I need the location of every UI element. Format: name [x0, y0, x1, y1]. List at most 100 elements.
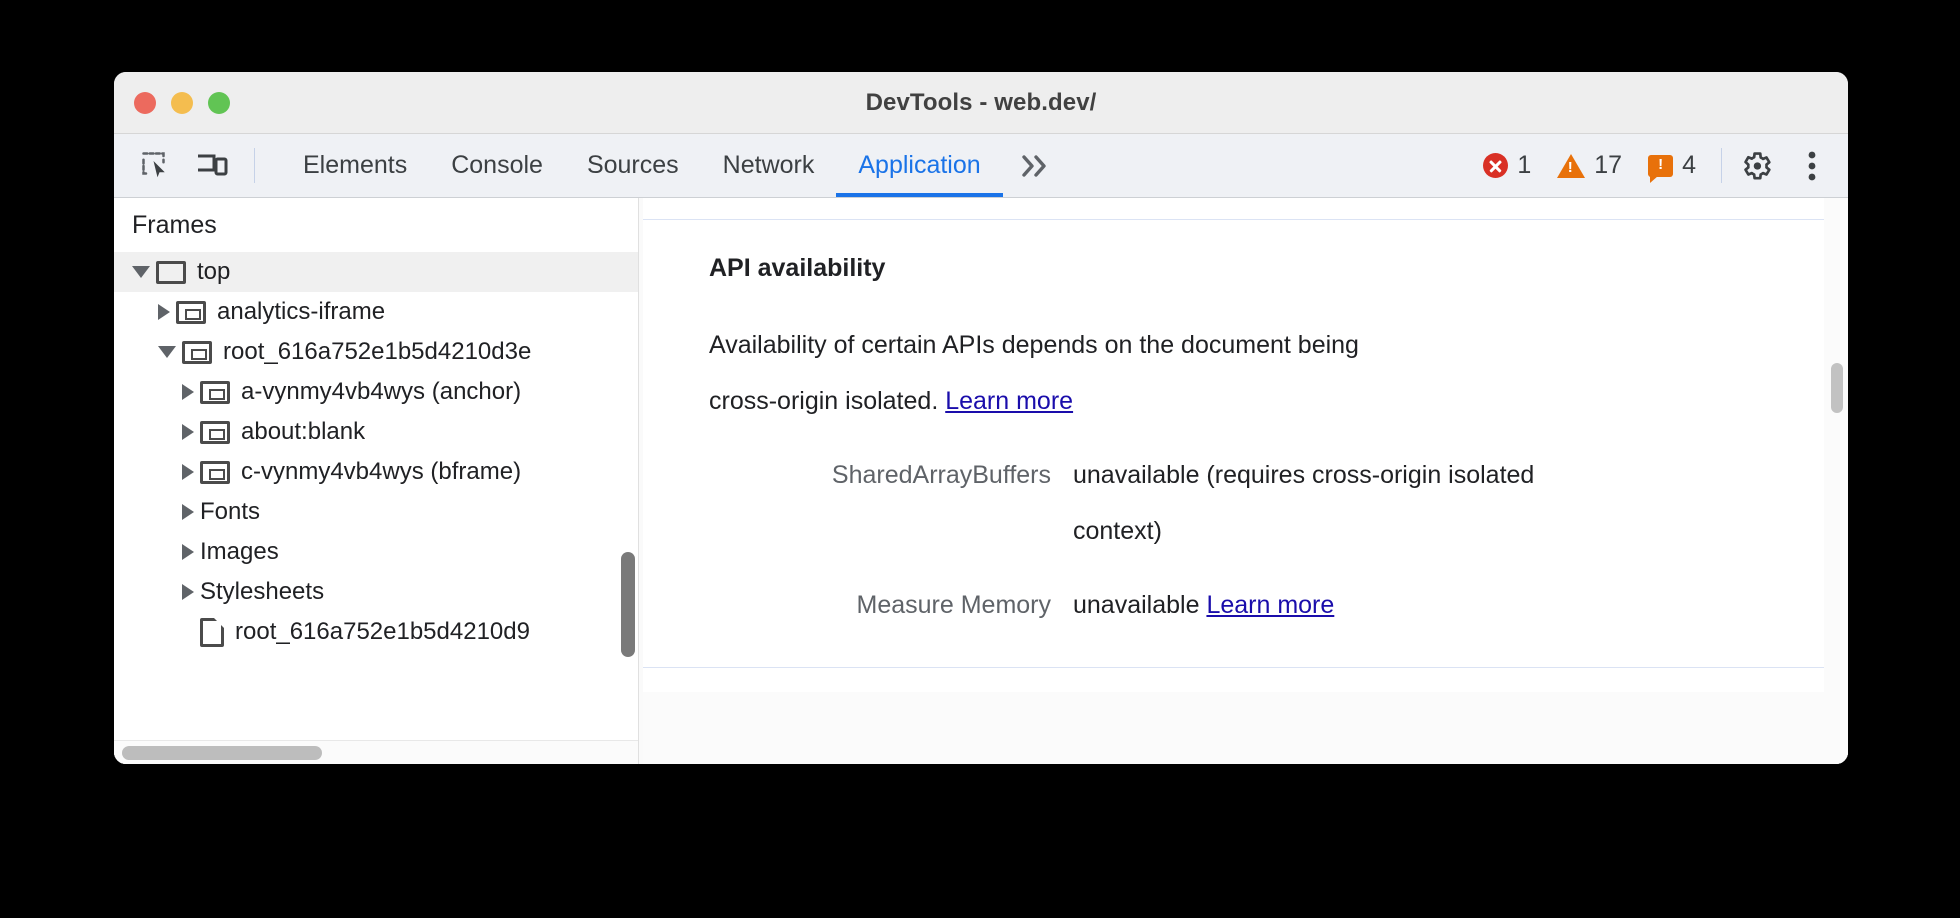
report-section-divider-bottom — [643, 668, 1848, 692]
toolbar-divider-right — [1721, 148, 1722, 183]
sidebar-header-frames: Frames — [114, 198, 638, 252]
tree-item-about-blank[interactable]: about:blank — [114, 412, 638, 452]
more-tabs-icon[interactable] — [1003, 134, 1069, 197]
warning-count: 17 — [1594, 151, 1623, 179]
devtools-window: DevTools - web.dev/ Elements Console Sou… — [114, 72, 1848, 764]
close-window-button[interactable] — [134, 91, 156, 114]
api-availability-section: API availability Availability of certain… — [643, 220, 1848, 668]
tree-item-label: Images — [200, 538, 279, 565]
row-measure-memory: Measure Memory unavailable Learn more — [643, 577, 1848, 633]
tree-item-label: c-vynmy4vb4wys (bframe) — [241, 458, 522, 485]
tree-item-label: Stylesheets — [200, 578, 325, 605]
error-icon — [1483, 153, 1509, 178]
chevron-right-icon[interactable] — [182, 544, 194, 560]
inspect-element-icon[interactable] — [128, 134, 184, 197]
device-toolbar-glyph — [198, 154, 228, 175]
kebab-menu-glyph — [1808, 151, 1816, 180]
tree-item-top[interactable]: top — [114, 252, 638, 292]
tree-item-label: analytics-iframe — [217, 298, 386, 325]
section-paragraph: Availability of certain APIs depends on … — [643, 317, 1473, 429]
toolbar-spacer — [1069, 134, 1471, 197]
devtools-toolbar: Elements Console Sources Network Applica… — [114, 134, 1848, 198]
tree-item-stylesheets[interactable]: Stylesheets — [114, 572, 638, 612]
sidebar-vertical-scrollbar[interactable] — [621, 552, 635, 657]
chevron-right-icon[interactable] — [182, 464, 194, 480]
kebab-menu-icon[interactable] — [1784, 134, 1840, 197]
frame-inner-icon — [200, 380, 230, 404]
report-scroll-area: API availability Availability of certain… — [643, 198, 1848, 764]
chevron-right-icon[interactable] — [182, 384, 194, 400]
tree-item-root-frame[interactable]: root_616a752e1b5d4210d3e — [114, 332, 638, 372]
frames-tree: top analytics-iframe root_616a752e1b5d42… — [114, 252, 638, 740]
security-report-panel: API availability Availability of certain… — [643, 198, 1848, 764]
gear-glyph — [1744, 151, 1771, 180]
error-count-button[interactable]: 1 — [1470, 151, 1544, 180]
row-shared-array-buffers: SharedArrayBuffers unavailable (requires… — [643, 447, 1848, 559]
chevron-double-right-glyph — [1021, 154, 1046, 177]
tree-item-images[interactable]: Images — [114, 532, 638, 572]
tree-item-label: about:blank — [241, 418, 366, 445]
warning-icon — [1557, 153, 1586, 178]
sidebar-horizontal-scrollbar-thumb[interactable] — [122, 746, 322, 760]
issue-count: 4 — [1682, 151, 1696, 179]
status-indicators: 1 17 4 — [1470, 134, 1715, 197]
frame-icon — [156, 260, 186, 284]
report-section-divider-top — [643, 198, 1848, 220]
chevron-down-icon[interactable] — [132, 266, 150, 278]
issue-count-button[interactable]: 4 — [1635, 151, 1709, 183]
tree-item-label: root_616a752e1b5d4210d3e — [223, 338, 532, 365]
issue-icon — [1648, 154, 1674, 183]
tree-item-bframe[interactable]: c-vynmy4vb4wys (bframe) — [114, 452, 638, 492]
warning-count-button[interactable]: 17 — [1544, 151, 1635, 180]
tab-sources[interactable]: Sources — [586, 151, 679, 179]
tab-console[interactable]: Console — [451, 151, 543, 179]
tab-elements[interactable]: Elements — [303, 151, 408, 179]
row-label: SharedArrayBuffers — [831, 461, 1051, 489]
inspect-element-glyph — [142, 151, 165, 177]
tree-item-label: root_616a752e1b5d4210d9 — [235, 618, 530, 645]
tree-item-label: top — [197, 258, 231, 285]
row-label: Measure Memory — [856, 591, 1052, 619]
tree-item-fonts[interactable]: Fonts — [114, 492, 638, 532]
row-value: unavailable (requires cross-origin isola… — [1073, 461, 1535, 545]
tree-item-anchor-frame[interactable]: a-vynmy4vb4wys (anchor) — [114, 372, 638, 412]
measure-memory-learn-more-link[interactable]: Learn more — [1206, 591, 1335, 619]
frame-inner-icon — [200, 420, 230, 444]
tree-item-label: a-vynmy4vb4wys (anchor) — [241, 378, 522, 405]
learn-more-link[interactable]: Learn more — [945, 387, 1074, 415]
chevron-right-icon[interactable] — [182, 424, 194, 440]
row-value: unavailable Learn more — [1073, 577, 1394, 633]
chevron-right-icon[interactable] — [182, 504, 194, 520]
sidebar-resizer[interactable] — [639, 198, 643, 764]
chevron-right-icon[interactable] — [182, 584, 194, 600]
tab-network[interactable]: Network — [722, 151, 815, 179]
frame-inner-icon — [182, 340, 212, 364]
report-scrollbar-gutter — [1824, 198, 1848, 764]
document-icon — [200, 617, 224, 647]
section-paragraph-text: Availability of certain APIs depends on … — [709, 331, 1359, 415]
toolbar-divider — [254, 148, 255, 183]
gear-icon[interactable] — [1728, 134, 1784, 197]
device-toolbar-icon[interactable] — [184, 134, 240, 197]
report-vertical-scrollbar[interactable] — [1831, 363, 1843, 413]
chevron-right-icon[interactable] — [158, 304, 170, 320]
tree-item-analytics-iframe[interactable]: analytics-iframe — [114, 292, 638, 332]
panel-tabs: Elements Console Sources Network Applica… — [281, 134, 1003, 197]
section-title: API availability — [709, 254, 886, 282]
frame-inner-icon — [176, 300, 206, 324]
maximize-window-button[interactable] — [208, 91, 230, 114]
devtools-body: Frames top analytics-iframe root_616a752… — [114, 198, 1848, 764]
window-titlebar: DevTools - web.dev/ — [114, 72, 1848, 134]
traffic-lights — [134, 91, 230, 114]
tab-application[interactable]: Application — [836, 134, 1003, 197]
sidebar-horizontal-scrollbar-track[interactable] — [114, 740, 638, 764]
tree-item-label: Fonts — [200, 498, 261, 525]
minimize-window-button[interactable] — [171, 91, 193, 114]
window-title: DevTools - web.dev/ — [865, 88, 1097, 116]
frames-sidebar: Frames top analytics-iframe root_616a752… — [114, 198, 639, 764]
chevron-down-icon[interactable] — [158, 346, 176, 358]
row-value-text: unavailable — [1073, 591, 1207, 619]
error-count: 1 — [1517, 151, 1532, 179]
tree-item-root-document[interactable]: root_616a752e1b5d4210d9 — [114, 612, 638, 652]
frame-inner-icon — [200, 460, 230, 484]
